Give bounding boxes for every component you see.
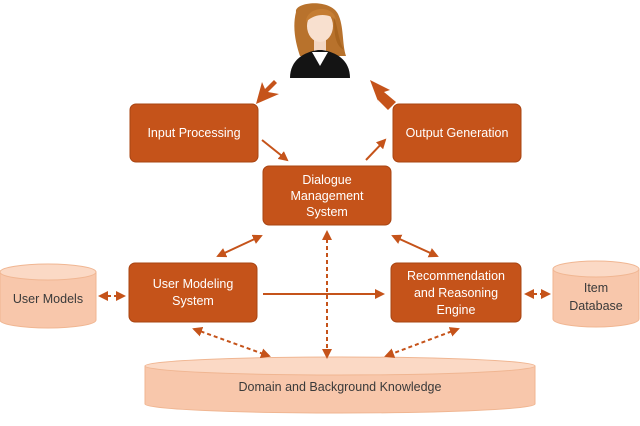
item-database-store: Item Database xyxy=(552,260,640,328)
recommendation-domain-arrow xyxy=(384,327,460,358)
recommendation-engine-line-2: and Reasoning xyxy=(414,286,498,300)
domain-knowledge-label: Domain and Background Knowledge xyxy=(239,380,442,394)
dialogue-management-line-2: Management xyxy=(291,189,364,203)
item-database-line-2: Database xyxy=(569,299,623,313)
user-modeling-line-1: User Modeling xyxy=(153,277,234,291)
dialogue-management-box: Dialogue Management System xyxy=(262,165,392,226)
recommendation-engine-line-1: Recommendation xyxy=(407,269,505,283)
dialogue-to-output-arrow xyxy=(365,138,387,161)
output-generation-label: Output Generation xyxy=(406,126,509,140)
user-modeling-box: User Modeling System xyxy=(128,262,258,323)
recommendation-engine-line-3: Engine xyxy=(437,303,476,317)
domain-knowledge-store: Domain and Background Knowledge xyxy=(144,356,536,414)
dialogue-recommendation-arrow xyxy=(391,234,439,258)
user-to-input-arrow xyxy=(256,80,279,104)
user-models-label: User Models xyxy=(13,292,83,306)
dialogue-management-line-1: Dialogue xyxy=(302,173,351,187)
user-avatar-icon xyxy=(290,3,350,78)
dialogue-user-modeling-arrow xyxy=(216,234,263,258)
user-models-store: User Models xyxy=(0,263,97,329)
input-processing-box: Input Processing xyxy=(129,103,259,163)
output-to-user-arrow xyxy=(370,80,396,110)
dialogue-management-line-3: System xyxy=(306,205,348,219)
output-generation-box: Output Generation xyxy=(392,103,522,163)
user-modeling-line-2: System xyxy=(172,294,214,308)
user-modeling-domain-arrow xyxy=(192,327,271,358)
input-to-dialogue-arrow xyxy=(261,139,289,162)
item-database-line-1: Item xyxy=(584,281,608,295)
input-processing-label: Input Processing xyxy=(147,126,240,140)
recommendation-engine-box: Recommendation and Reasoning Engine xyxy=(390,262,522,323)
